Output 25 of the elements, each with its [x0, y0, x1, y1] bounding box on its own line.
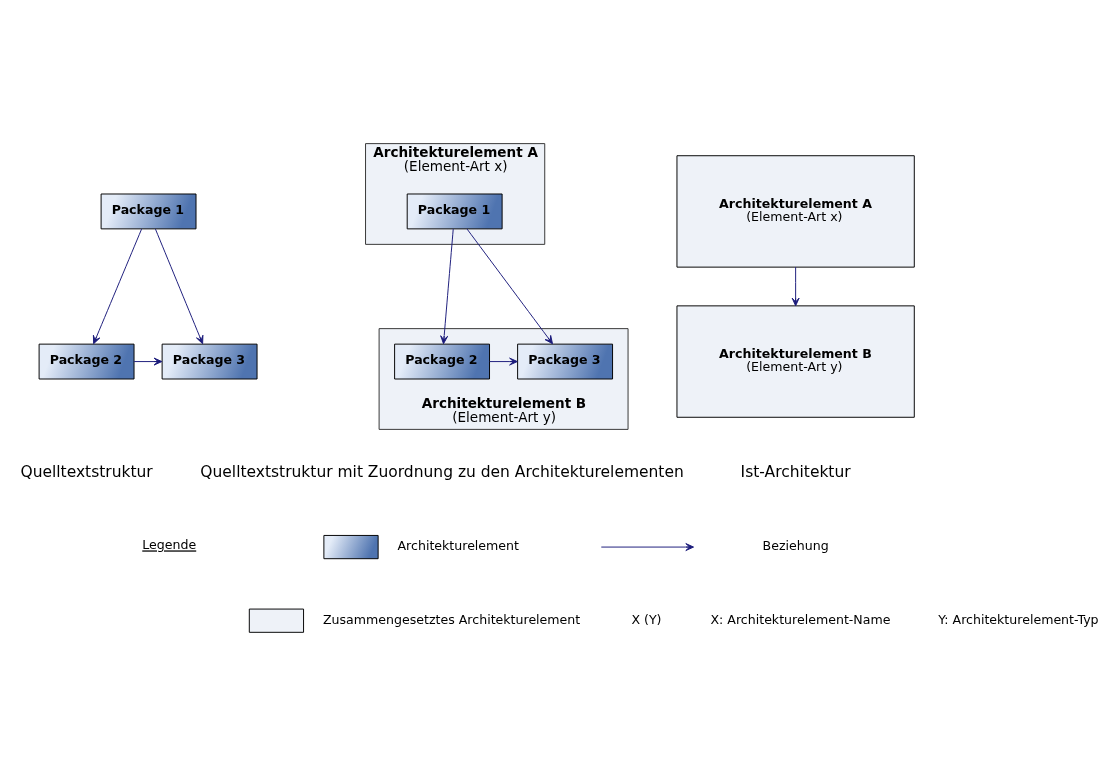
node-box: Architekturelement A (Element-Art x): [676, 155, 915, 268]
legend-label: Beziehung: [762, 538, 829, 554]
arrow: [791, 266, 800, 307]
node-box: Package 1: [100, 193, 197, 230]
label: Ist-Architektur: [740, 463, 851, 482]
label: Quelltextstruktur mit Zuordnung zu den Architekturelementen: [200, 463, 684, 482]
arrow: [440, 228, 454, 345]
label: X: Architekturelement-Name: [710, 611, 891, 627]
node-box: Package 1: [406, 193, 503, 230]
node-box: Package 3: [517, 343, 614, 380]
arrow: [154, 228, 204, 345]
arrow: [92, 228, 143, 345]
label: X (Y): [631, 611, 662, 627]
arrow: [466, 228, 553, 345]
label: Y: Architekturelement-Typ: [938, 611, 1099, 627]
legend-label: Architekturelement: [397, 538, 520, 554]
node-box: Package 2: [38, 343, 135, 380]
arrow: [133, 357, 163, 366]
node-box: Package 2: [394, 343, 490, 380]
node-box: Package 3: [161, 343, 258, 380]
label: Quelltextstruktur: [20, 463, 153, 482]
label: Legende: [142, 537, 197, 553]
node-box: Architekturelement B (Element-Art y): [676, 305, 915, 418]
arrow: [489, 357, 518, 366]
legend-label: Zusammengesetztes Architekturelement: [322, 611, 581, 627]
